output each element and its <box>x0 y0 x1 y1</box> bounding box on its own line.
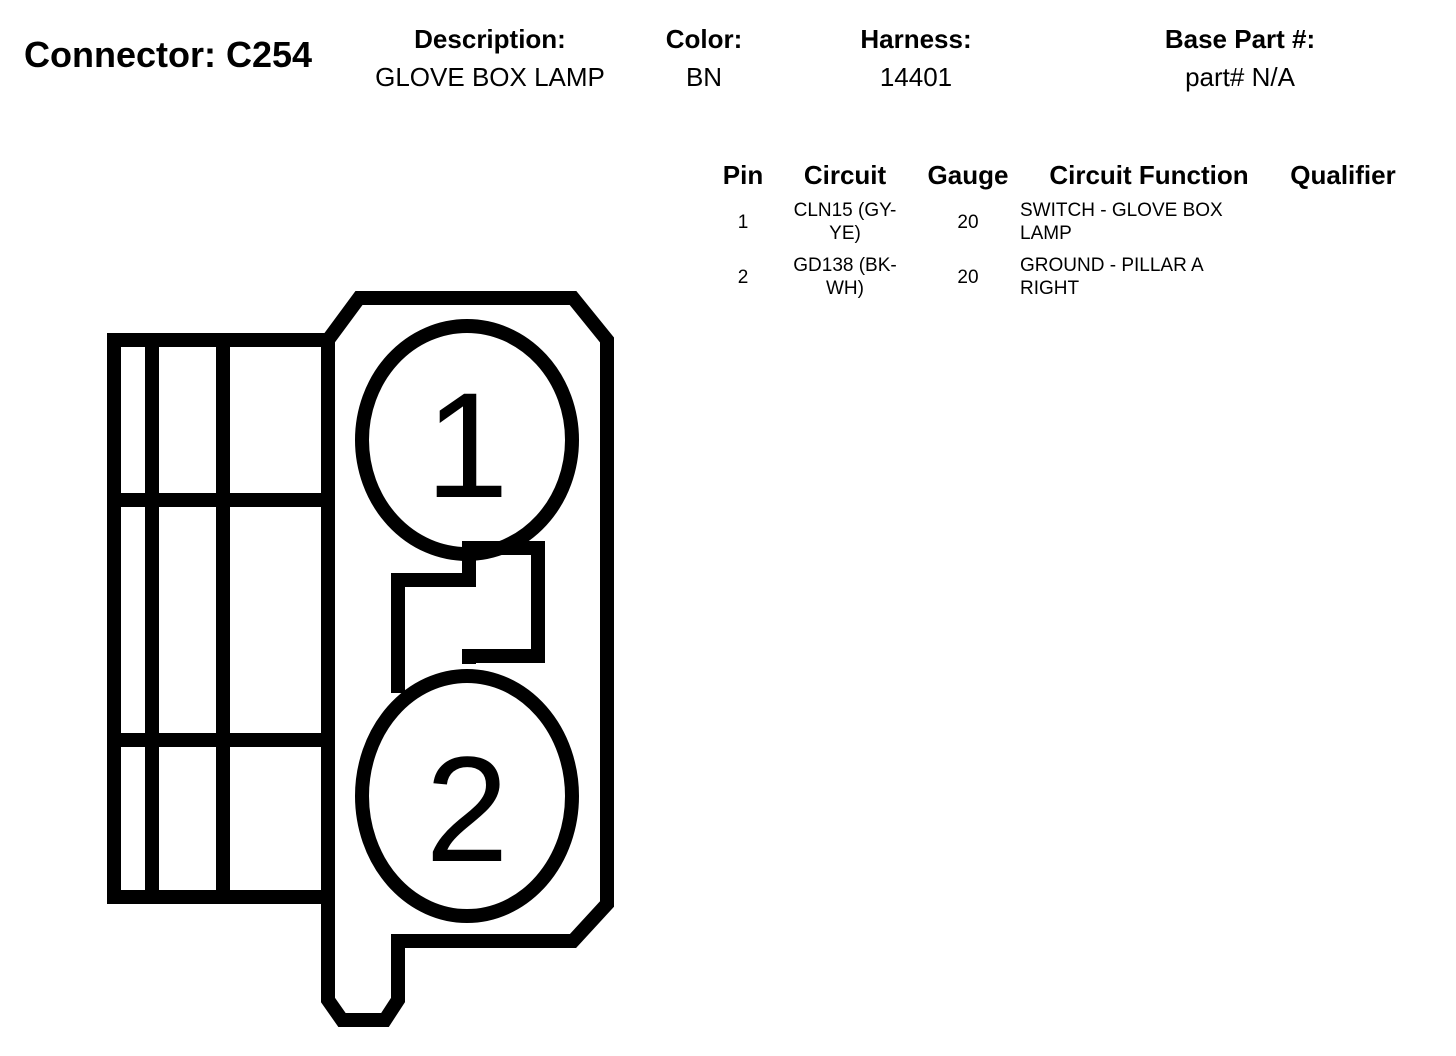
pin-2-label: 2 <box>425 725 508 893</box>
row-function-line: LAMP <box>1020 223 1072 244</box>
row-function-line: GROUND - PILLAR A <box>1020 255 1204 276</box>
description-label: Description: <box>414 24 566 54</box>
row-circuit-line: GD138 (BK- <box>793 255 897 276</box>
col-header-function: Circuit Function <box>1049 160 1249 190</box>
row-gauge: 20 <box>957 267 979 288</box>
row-circuit: GD138 (BK- WH) <box>775 254 915 300</box>
col-header-qualifier: Qualifier <box>1290 160 1396 190</box>
description-value: GLOVE BOX LAMP <box>375 62 605 92</box>
row-circuit: CLN15 (GY- YE) <box>775 199 915 245</box>
pin-1-cavity <box>355 319 579 561</box>
pin-2-cavity <box>355 669 579 923</box>
connector-title: Connector: C254 <box>24 34 313 75</box>
pin-1-label: 1 <box>425 361 508 529</box>
col-header-circuit: Circuit <box>803 160 887 190</box>
row-gauge: 20 <box>957 212 979 233</box>
row-pin: 1 <box>737 212 749 233</box>
row-circuit-line: WH) <box>826 278 864 299</box>
base-part-label: Base Part #: <box>1164 24 1316 54</box>
col-header-gauge: Gauge <box>927 160 1009 190</box>
row-circuit-line: YE) <box>829 223 861 244</box>
row-pin: 2 <box>737 267 749 288</box>
connector-housing-outline <box>321 291 614 1027</box>
row-function: SWITCH - GLOVE BOX LAMP <box>1020 199 1270 245</box>
col-header-pin: Pin <box>722 160 764 190</box>
harness-value: 14401 <box>879 62 953 92</box>
color-value: BN <box>685 62 723 92</box>
row-circuit-line: CLN15 (GY- <box>793 200 897 221</box>
harness-label: Harness: <box>860 24 972 54</box>
row-function-line: SWITCH - GLOVE BOX <box>1020 200 1223 221</box>
color-label: Color: <box>665 24 743 54</box>
base-part-value: part# N/A <box>1185 62 1295 92</box>
row-function-line: RIGHT <box>1020 278 1080 299</box>
row-function: GROUND - PILLAR A RIGHT <box>1020 254 1270 300</box>
